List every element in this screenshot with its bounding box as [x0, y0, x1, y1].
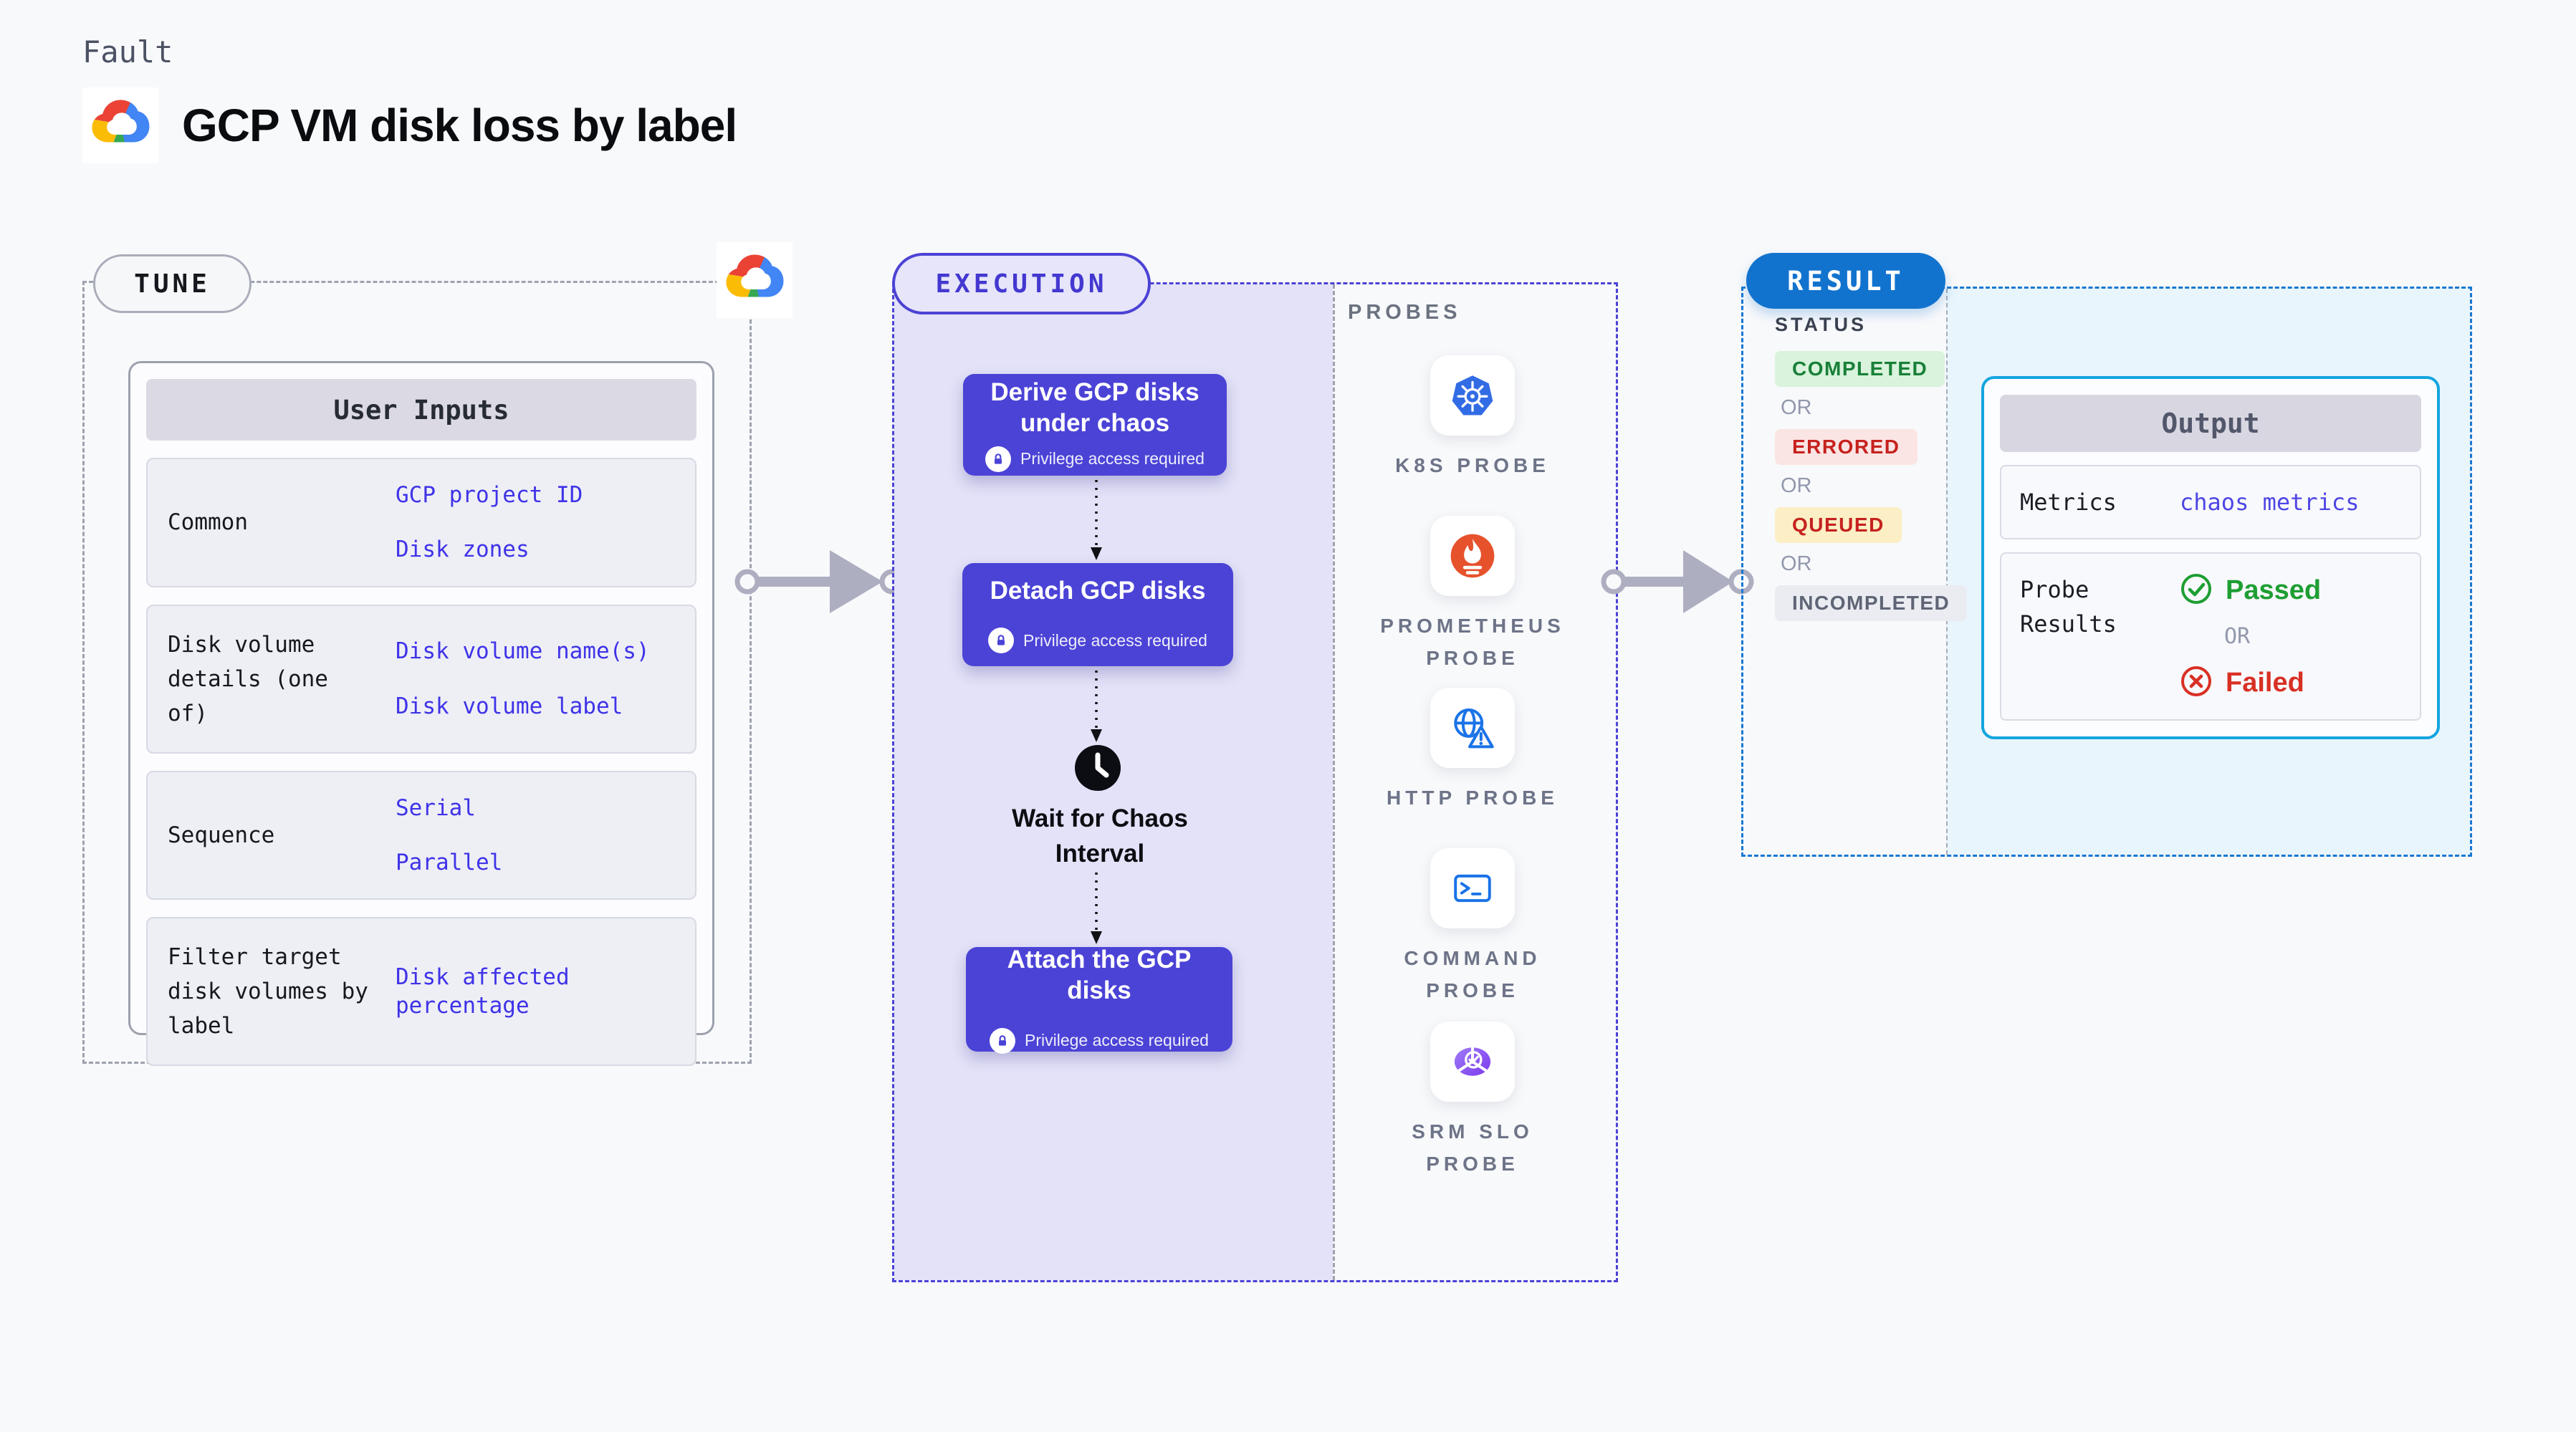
output-card: Output Metrics chaos metrics Probe Resul… — [1981, 376, 2440, 739]
row-value: Serial — [396, 794, 476, 821]
passed-label: Passed — [2226, 575, 2322, 605]
user-inputs-header: User Inputs — [146, 379, 696, 441]
step-title: Detach GCP disks — [990, 576, 1206, 605]
probe-label: PROMETHEUS PROBE — [1380, 615, 1565, 669]
metrics-row: Metrics chaos metrics — [2000, 465, 2421, 539]
slo-gauge-icon — [1430, 1022, 1515, 1102]
row-label: Filter target disk volumes by label — [168, 944, 368, 1039]
gcp-logo-tile — [82, 87, 158, 163]
gcp-cloud-icon — [89, 92, 152, 159]
wait-interval-label: Wait for Chaos Interval — [1012, 804, 1188, 868]
fault-kind-label: Fault — [82, 34, 173, 69]
row-value: Disk affected percentage — [396, 964, 570, 1019]
probe-prometheus: PROMETHEUS PROBE — [1376, 516, 1569, 675]
kubernetes-icon — [1430, 355, 1515, 436]
probe-label: SRM SLO PROBE — [1412, 1120, 1533, 1175]
terminal-icon — [1430, 848, 1515, 928]
row-label: Disk volume details (one of) — [168, 631, 328, 726]
step-detach-disks: Detach GCP disks Privilege access requir… — [962, 544, 1248, 666]
probes-divider — [1333, 284, 1335, 1280]
privilege-note: Privilege access required — [1025, 1031, 1209, 1050]
execution-badge: EXECUTION — [892, 253, 1151, 314]
status-badge-completed: COMPLETED — [1775, 351, 1945, 387]
probe-label: HTTP PROBE — [1387, 787, 1558, 809]
probe-results-row: Probe Results Passed OR — [2000, 552, 2421, 721]
or-label: OR — [1781, 552, 1812, 575]
step-derive-disks: Derive GCP disks under chaos Privilege a… — [963, 355, 1242, 476]
page-title: GCP VM disk loss by label — [182, 100, 737, 151]
or-label: OR — [1781, 474, 1812, 497]
tune-badge: TUNE — [93, 254, 252, 313]
lock-icon — [985, 446, 1012, 472]
globe-warning-icon — [1430, 688, 1515, 768]
user-inputs-card: User Inputs Common GCP project ID Disk z… — [128, 361, 714, 1067]
metrics-label: Metrics — [2020, 489, 2117, 516]
probes-heading: PROBES — [1348, 301, 1462, 324]
failed-label: Failed — [2226, 667, 2304, 698]
table-row: Disk volume details (one of) Disk volume… — [146, 604, 696, 754]
status-badge-queued: QUEUED — [1775, 507, 1902, 543]
check-circle-icon — [2180, 572, 2213, 608]
status-heading: STATUS — [1775, 314, 1867, 335]
gcp-target-tile — [717, 242, 793, 318]
output-header: Output — [2000, 395, 2421, 452]
privilege-note: Privilege access required — [1020, 449, 1205, 468]
result-badge: RESULT — [1746, 253, 1945, 309]
row-value: Disk zones — [396, 537, 530, 563]
clock-icon — [1073, 744, 1122, 796]
prometheus-icon — [1430, 516, 1515, 596]
dotted-connector-icon — [1091, 671, 1102, 742]
lock-icon — [990, 1027, 1016, 1054]
probe-label: K8S PROBE — [1395, 454, 1550, 476]
metrics-value: chaos metrics — [2180, 489, 2360, 516]
table-row: Common GCP project ID Disk zones — [146, 458, 696, 587]
or-label: OR — [2224, 624, 2251, 649]
step-title: Derive GCP disks under chaos — [990, 378, 1200, 437]
row-value: Disk volume label — [396, 693, 623, 719]
probe-results-label: Probe Results — [2020, 576, 2117, 638]
step-attach-disks: Attach the GCP disks Privilege access re… — [966, 928, 1248, 1054]
row-label: Common — [168, 509, 248, 536]
table-row: Sequence Serial Parallel — [146, 770, 696, 900]
row-value: Parallel — [396, 850, 503, 876]
dotted-connector-icon — [1091, 480, 1102, 560]
lock-icon — [988, 628, 1015, 654]
probe-http: HTTP PROBE — [1376, 688, 1569, 814]
step-title: Attach the GCP disks — [1007, 946, 1192, 1004]
result-divider — [1946, 289, 1948, 855]
row-value: Disk volume name(s) — [396, 638, 650, 665]
privilege-note: Privilege access required — [1023, 630, 1207, 650]
flow-arrow-icon — [734, 550, 905, 613]
row-value: GCP project ID — [396, 482, 583, 508]
probe-label: COMMAND PROBE — [1404, 947, 1541, 1001]
status-list: COMPLETED OR ERRORED OR QUEUED OR INCOMP… — [1775, 351, 1968, 621]
row-label: Sequence — [168, 822, 275, 848]
status-badge-errored: ERRORED — [1775, 429, 1917, 465]
x-circle-icon — [2180, 665, 2213, 701]
status-badge-incompleted: INCOMPLETED — [1775, 585, 1968, 621]
gcp-cloud-icon — [723, 247, 786, 314]
probe-srm-slo: SRM SLO PROBE — [1376, 1022, 1569, 1181]
probe-command: COMMAND PROBE — [1376, 848, 1569, 1007]
or-label: OR — [1781, 396, 1812, 419]
probe-k8s: K8S PROBE — [1376, 355, 1569, 482]
table-row: Filter target disk volumes by label Disk… — [146, 917, 696, 1067]
flow-arrow-icon — [1601, 550, 1754, 613]
dotted-connector-icon — [1091, 873, 1102, 944]
